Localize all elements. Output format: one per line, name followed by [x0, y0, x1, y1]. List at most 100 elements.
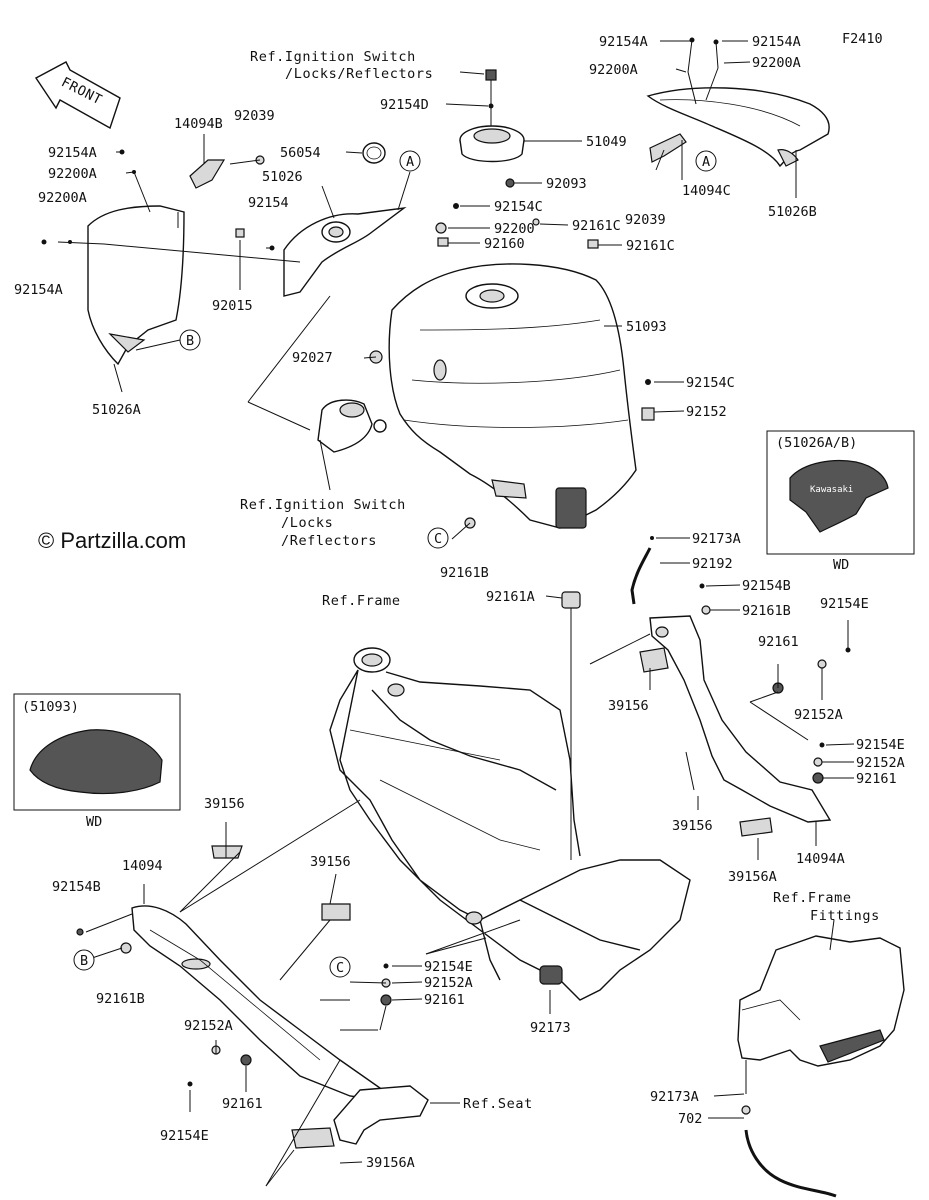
seat-bracket — [333, 1085, 429, 1145]
copyright-notice: © Partzilla.com — [38, 528, 187, 553]
part-label[interactable]: 51049 — [586, 134, 627, 150]
part-label[interactable]: 92161C — [626, 238, 675, 254]
ref-frame: Ref.Frame — [322, 593, 401, 609]
part-label[interactable]: 92154B — [52, 879, 101, 895]
part-label[interactable]: 92154A — [599, 34, 648, 50]
part-label[interactable]: 92200A — [48, 166, 97, 182]
damper-39156-left-1[interactable] — [211, 845, 243, 859]
callout-A-right — [695, 150, 717, 172]
part-label[interactable]: 14094C — [682, 183, 731, 199]
inset-badge: Kawasaki — [810, 485, 853, 495]
part-label[interactable]: 14094 — [122, 858, 163, 874]
damper-39156-right[interactable] — [639, 647, 669, 673]
part-label[interactable]: 51026 — [262, 169, 303, 185]
callout-B-top — [179, 329, 201, 351]
callout-C-bottom-label: C — [336, 960, 344, 976]
part-label[interactable]: 51093 — [626, 319, 667, 335]
bracket-14094C[interactable] — [649, 133, 687, 163]
frame-assembly — [329, 647, 691, 1001]
part-label[interactable]: 92039 — [234, 108, 275, 124]
part-label[interactable]: 92027 — [292, 350, 333, 366]
part-label[interactable]: 14094A — [796, 851, 845, 867]
part-label[interactable]: 92200A — [752, 55, 801, 71]
part-label[interactable]: 92200A — [589, 62, 638, 78]
part-label[interactable]: 92154C — [686, 375, 735, 391]
part-label[interactable]: 92154E — [424, 959, 473, 975]
part-label[interactable]: 56054 — [280, 145, 321, 161]
front-arrow-icon: FRONT — [34, 61, 121, 130]
part-label[interactable]: 92173A — [650, 1089, 699, 1105]
part-label[interactable]: 702 — [678, 1111, 702, 1127]
frame-cover-14094[interactable] — [131, 905, 381, 1101]
part-label[interactable]: 92161A — [486, 589, 535, 605]
left-upper-cowl-51026[interactable] — [283, 206, 407, 297]
part-label[interactable]: 92161B — [96, 991, 145, 1007]
part-label[interactable]: 92154C — [494, 199, 543, 215]
damper-39156A-left[interactable] — [291, 1127, 335, 1149]
leader-lines — [57, 40, 855, 1187]
part-label[interactable]: 92152A — [184, 1018, 233, 1034]
part-label[interactable]: 39156 — [672, 818, 713, 834]
part-label[interactable]: 92154E — [856, 737, 905, 753]
part-label[interactable]: 92173 — [530, 1020, 571, 1036]
fuel-cap-51049[interactable] — [459, 69, 525, 163]
part-label[interactable]: 92154E — [160, 1128, 209, 1144]
part-label[interactable]: 92192 — [692, 556, 733, 572]
part-label[interactable]: 92093 — [546, 176, 587, 192]
part-label[interactable]: 92161C — [572, 218, 621, 234]
part-label[interactable]: 92154A — [48, 145, 97, 161]
part-label[interactable]: 92154A — [14, 282, 63, 298]
part-label[interactable]: 92039 — [625, 212, 666, 228]
part-label[interactable]: 92154B — [742, 578, 791, 594]
callout-B-top-label: B — [186, 333, 194, 349]
inset-cowl-caption: WD — [833, 557, 849, 573]
frame-fittings — [737, 935, 905, 1067]
part-label[interactable]: 39156A — [366, 1155, 415, 1171]
part-label[interactable]: 92154 — [248, 195, 289, 211]
part-label[interactable]: 92152A — [424, 975, 473, 991]
part-label[interactable]: 92152A — [794, 707, 843, 723]
part-label[interactable]: 92015 — [212, 298, 253, 314]
part-label[interactable]: 51026B — [768, 204, 817, 220]
frame-cover-14094A[interactable] — [649, 615, 832, 823]
left-cowl-51026A[interactable] — [87, 205, 185, 366]
part-label[interactable]: 92154D — [380, 97, 429, 113]
part-label[interactable]: 92154E — [820, 596, 869, 612]
part-label[interactable]: 39156 — [310, 854, 351, 870]
damper-39156-left-2[interactable] — [321, 903, 351, 921]
damper-39156A-right[interactable] — [739, 817, 773, 837]
right-side-cowl-51026B[interactable] — [646, 87, 830, 168]
part-label[interactable]: 14094B — [174, 116, 223, 132]
ref-seat: Ref.Seat — [463, 1096, 533, 1112]
bolt-icon — [687, 37, 719, 73]
part-label[interactable]: 39156A — [728, 869, 777, 885]
part-label[interactable]: 92173A — [692, 531, 741, 547]
ring-56054[interactable] — [362, 142, 386, 164]
part-label[interactable]: 92161 — [856, 771, 897, 787]
inset-tank-caption: WD — [86, 814, 102, 830]
diagram-code: F2410 — [842, 31, 883, 47]
ref-ignition-top-1: Ref.Ignition Switch — [250, 49, 416, 65]
part-label[interactable]: 92161B — [440, 565, 489, 581]
part-label[interactable]: 39156 — [608, 698, 649, 714]
part-label[interactable]: 92152A — [856, 755, 905, 771]
part-label[interactable]: 92161 — [758, 634, 799, 650]
bracket-14094B[interactable] — [189, 159, 226, 189]
part-label[interactable]: 92160 — [484, 236, 525, 252]
part-label[interactable]: 92161 — [424, 992, 465, 1008]
part-label[interactable]: 92200A — [38, 190, 87, 206]
part-label[interactable]: 92154A — [752, 34, 801, 50]
part-label[interactable]: 92161B — [742, 603, 791, 619]
part-label[interactable]: 92152 — [686, 404, 727, 420]
part-label[interactable]: 92161 — [222, 1096, 263, 1112]
rubber-mount-92161A[interactable] — [561, 591, 581, 860]
inset-cowl-title: (51026A/B) — [776, 435, 857, 451]
ignition-switch-lock[interactable] — [317, 399, 387, 453]
part-label[interactable]: 39156 — [204, 796, 245, 812]
fuel-tank-51093[interactable] — [388, 263, 637, 529]
part-label[interactable]: 51026A — [92, 402, 141, 418]
callout-C-mid — [427, 527, 449, 549]
callout-C-bottom — [329, 956, 351, 978]
part-label[interactable]: 92200 — [494, 221, 535, 237]
